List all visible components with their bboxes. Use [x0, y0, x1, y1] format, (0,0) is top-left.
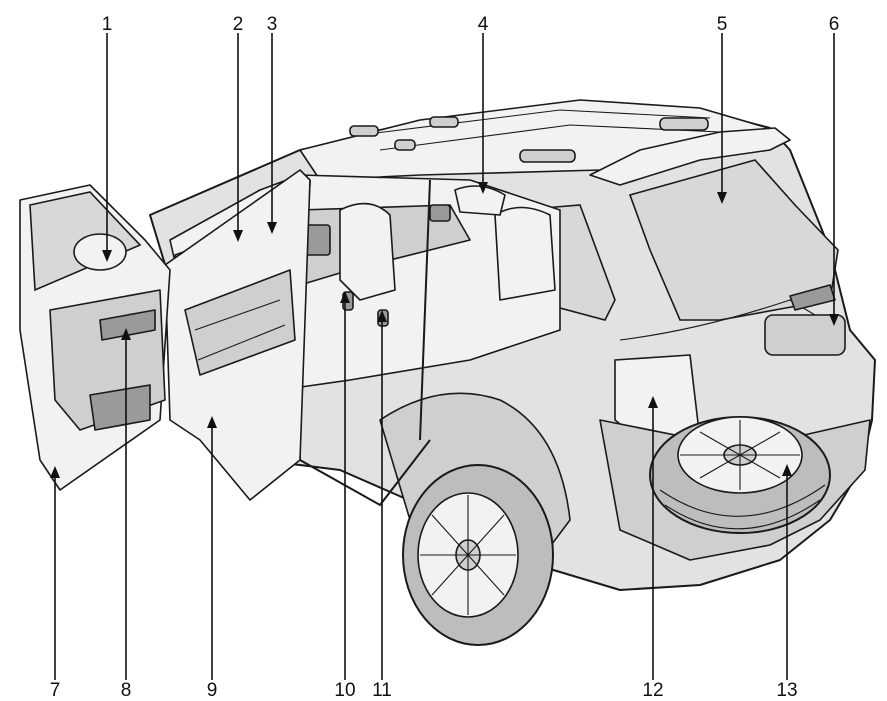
license-plate-recess	[764, 314, 846, 356]
roof-rail-clip	[394, 139, 416, 151]
leader-lines	[54, 33, 835, 680]
front-seat	[339, 202, 396, 301]
roof-rail-clip	[659, 117, 709, 131]
window-switch-panel	[99, 309, 156, 341]
rear-door-panel	[184, 269, 296, 376]
callout-8: 8	[121, 680, 132, 701]
callout-7: 7	[50, 680, 61, 701]
callout-4: 4	[478, 14, 489, 35]
side-mirror	[73, 233, 127, 271]
callout-5: 5	[717, 14, 728, 35]
dash-vent	[429, 204, 451, 222]
roof-rail-clip	[429, 116, 459, 128]
callout-3: 3	[267, 14, 278, 35]
callout-11: 11	[372, 680, 392, 701]
rear-spoiler	[589, 127, 791, 186]
rear-wiper	[789, 284, 836, 311]
callout-numbers: 1 2 3 4 5 6 7 8 9 10 11 12 13	[50, 14, 840, 701]
door-pocket	[89, 384, 151, 431]
roof-rail-clip	[519, 149, 576, 163]
rear-seat-headrest	[454, 185, 506, 216]
callout-2: 2	[233, 14, 244, 35]
callout-13: 13	[776, 680, 797, 701]
callout-9: 9	[207, 680, 218, 701]
callout-10: 10	[334, 680, 355, 701]
leader-arrowheads	[50, 182, 839, 478]
callout-6: 6	[829, 14, 840, 35]
roof-rail-clip	[349, 125, 379, 137]
vehicle-illustration	[19, 99, 876, 646]
callout-1: 1	[102, 14, 113, 35]
rear-seat	[494, 206, 556, 301]
callout-12: 12	[642, 680, 663, 701]
